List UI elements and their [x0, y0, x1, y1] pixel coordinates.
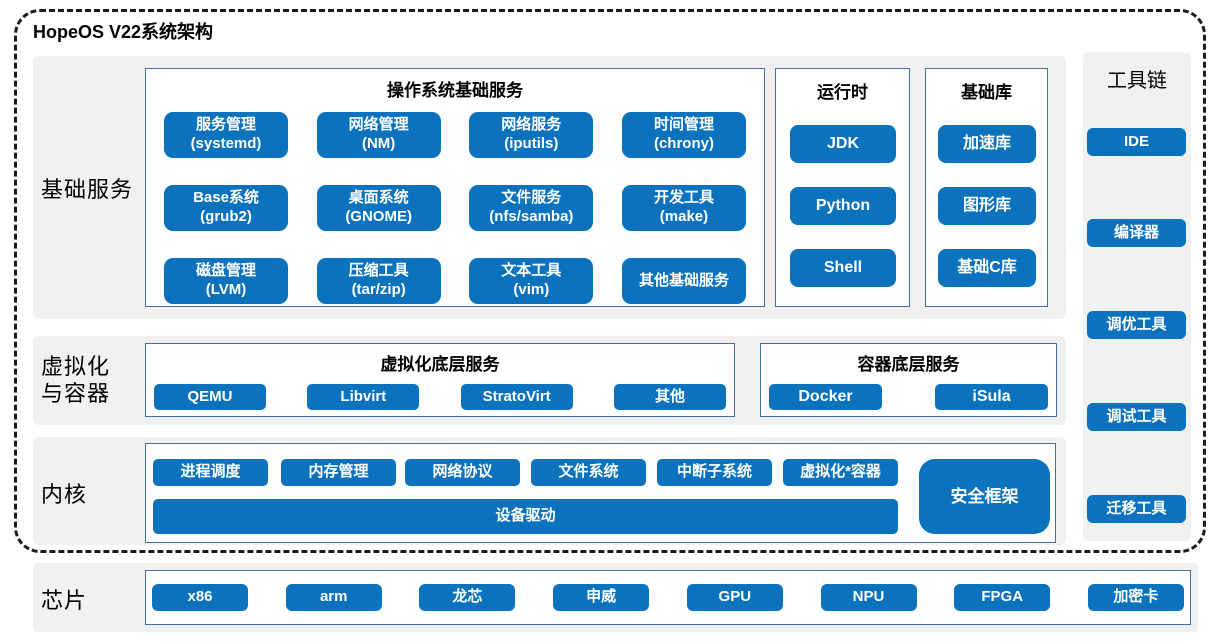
toolchain-block-migration: 迁移工具 — [1087, 495, 1186, 523]
os-service-block-gnome: 桌面系统(GNOME) — [316, 185, 441, 231]
os-basic-services-box: 操作系统基础服务 服务管理(systemd) 网络管理(NM) 网络服务(ipu… — [145, 68, 765, 307]
os-service-block-vim: 文本工具(vim) — [469, 258, 594, 304]
diagram-dashed-frame — [14, 9, 1206, 553]
chip-block-sunway: 申威 — [553, 584, 650, 611]
container-block-docker: Docker — [769, 384, 882, 410]
basic-services-label: 基础服务 — [41, 177, 134, 202]
chip-block-npu: NPU — [820, 584, 917, 611]
os-service-block-systemd: 服务管理(systemd) — [164, 112, 288, 158]
base-lib-block-accel: 加速库 — [938, 125, 1036, 163]
virt-block-stratovirt: StratoVirt — [460, 384, 573, 410]
chips-label: 芯片 — [41, 588, 88, 613]
os-service-block-make: 开发工具(make) — [621, 185, 746, 231]
kernel-block-memory: 内存管理 — [281, 459, 396, 486]
container-services-title: 容器底层服务 — [857, 355, 960, 374]
toolchain-title: 工具链 — [1107, 70, 1167, 92]
kernel-block-interrupt: 中断子系统 — [657, 459, 772, 486]
kernel-block-scheduler: 进程调度 — [153, 459, 268, 486]
os-service-block-grub2: Base系统(grub2) — [164, 185, 288, 231]
os-service-block-iputils: 网络服务(iputils) — [469, 112, 594, 158]
toolchain-block-compiler: 编译器 — [1087, 219, 1186, 247]
os-service-block-nfs-samba: 文件服务(nfs/samba) — [469, 185, 594, 231]
toolchain-column: 工具链 IDE 编译器 调优工具 调试工具 迁移工具 — [1083, 52, 1191, 541]
virt-block-other: 其他 — [613, 384, 726, 410]
container-services-box: 容器底层服务 Docker iSula — [760, 343, 1057, 417]
chip-block-x86: x86 — [152, 584, 248, 611]
kernel-block-device-driver: 设备驱动 — [153, 499, 898, 534]
runtime-block-python: Python — [790, 187, 896, 225]
virtualization-label: 虚拟化 与容器 — [41, 354, 111, 407]
runtime-block-jdk: JDK — [790, 125, 896, 163]
kernel-box: 进程调度 内存管理 网络协议 文件系统 中断子系统 虚拟化*容器 设备驱动 安全… — [145, 443, 1056, 543]
os-basic-services-title: 操作系统基础服务 — [387, 81, 523, 100]
virt-block-libvirt: Libvirt — [307, 384, 420, 410]
chip-block-fpga: FPGA — [954, 584, 1051, 611]
toolchain-block-tuning: 调优工具 — [1087, 311, 1186, 339]
base-lib-block-c: 基础C库 — [938, 249, 1036, 287]
os-service-block-lvm: 磁盘管理(LVM) — [164, 258, 288, 304]
kernel-layer: 内核 进程调度 内存管理 网络协议 文件系统 中断子系统 虚拟化*容器 设备驱动… — [33, 437, 1066, 545]
virt-block-qemu: QEMU — [154, 384, 266, 410]
base-lib-block-graphics: 图形库 — [938, 187, 1036, 225]
chips-box: x86 arm 龙芯 申威 GPU NPU FPGA 加密卡 — [145, 570, 1191, 625]
kernel-label: 内核 — [41, 482, 88, 507]
chip-block-arm: arm — [285, 584, 382, 611]
chip-block-loongson: 龙芯 — [419, 584, 516, 611]
basic-services-layer: 基础服务 操作系统基础服务 服务管理(systemd) 网络管理(NM) 网络服… — [33, 56, 1066, 319]
kernel-block-security-framework: 安全框架 — [919, 459, 1050, 534]
chips-layer: 芯片 x86 arm 龙芯 申威 GPU NPU FPGA 加密卡 — [33, 563, 1198, 632]
base-libs-title: 基础库 — [961, 83, 1012, 102]
chip-block-gpu: GPU — [686, 584, 783, 611]
virtualization-services-title: 虚拟化底层服务 — [380, 355, 500, 374]
container-block-isula: iSula — [935, 384, 1048, 410]
runtime-title: 运行时 — [817, 83, 868, 102]
runtime-block-shell: Shell — [790, 249, 896, 287]
kernel-block-filesystem: 文件系统 — [531, 459, 646, 486]
base-libs-box: 基础库 加速库 图形库 基础C库 — [925, 68, 1048, 307]
os-service-block-tar-zip: 压缩工具(tar/zip) — [316, 258, 441, 304]
kernel-block-network: 网络协议 — [405, 459, 520, 486]
virtualization-layer: 虚拟化 与容器 虚拟化底层服务 QEMU Libvirt StratoVirt … — [33, 336, 1066, 425]
os-services-grid: 服务管理(systemd) 网络管理(NM) 网络服务(iputils) 时间管… — [146, 101, 764, 304]
chip-block-crypto-card: 加密卡 — [1087, 584, 1184, 611]
toolchain-block-debug: 调试工具 — [1087, 403, 1186, 431]
os-service-block-nm: 网络管理(NM) — [316, 112, 441, 158]
runtime-box: 运行时 JDK Python Shell — [775, 68, 910, 307]
toolchain-block-ide: IDE — [1087, 128, 1186, 156]
kernel-block-virt-container: 虚拟化*容器 — [783, 459, 898, 486]
virtualization-services-box: 虚拟化底层服务 QEMU Libvirt StratoVirt 其他 — [145, 343, 735, 417]
os-service-block-other: 其他基础服务 — [621, 258, 746, 304]
diagram-title: HopeOS V22系统架构 — [33, 22, 214, 42]
os-service-block-chrony: 时间管理(chrony) — [621, 112, 746, 158]
